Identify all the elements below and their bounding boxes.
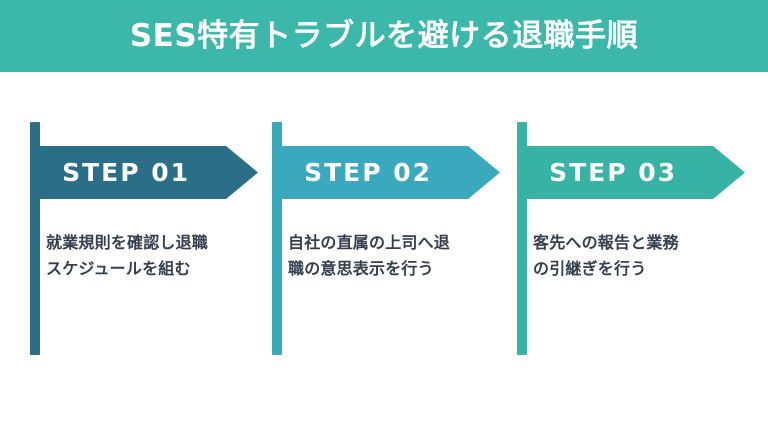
step-item-2: STEP 02 自社の直属の上司へ退 職の意思表示を行う [272,72,512,432]
step-pole-1 [30,122,40,355]
page-title: SES特有トラブルを避ける退職手順 [129,17,639,54]
step-banner-3: STEP 03 [517,146,745,199]
step-item-1: STEP 01 就業規則を確認し退職 スケジュールを組む [30,72,270,432]
step-description-line: 就業規則を確認し退職 [46,233,209,252]
step-banner-1: STEP 01 [30,146,258,199]
step-description-line: 自社の直属の上司へ退 [288,233,451,252]
step-label-3: STEP 03 [549,158,678,187]
step-description-3: 客先への報告と業務 の引継ぎを行う [533,230,749,283]
step-description-2: 自社の直属の上司へ退 職の意思表示を行う [288,230,504,283]
step-description-line: 職の意思表示を行う [288,259,434,279]
step-item-3: STEP 03 客先への報告と業務 の引継ぎを行う [517,72,757,432]
step-label-1: STEP 01 [62,158,191,187]
step-pole-3 [517,122,527,355]
step-label-2: STEP 02 [304,158,433,187]
header-banner: SES特有トラブルを避ける退職手順 [0,0,768,72]
step-banner-2: STEP 02 [272,146,500,199]
step-description-1: 就業規則を確認し退職 スケジュールを組む [46,230,262,283]
steps-container: STEP 01 就業規則を確認し退職 スケジュールを組む STEP 02 自社の… [0,72,768,432]
step-pole-2 [272,122,282,355]
step-description-line: スケジュールを組む [46,259,191,279]
step-description-line: 客先への報告と業務 [533,233,679,252]
step-description-line: の引継ぎを行う [533,259,647,279]
